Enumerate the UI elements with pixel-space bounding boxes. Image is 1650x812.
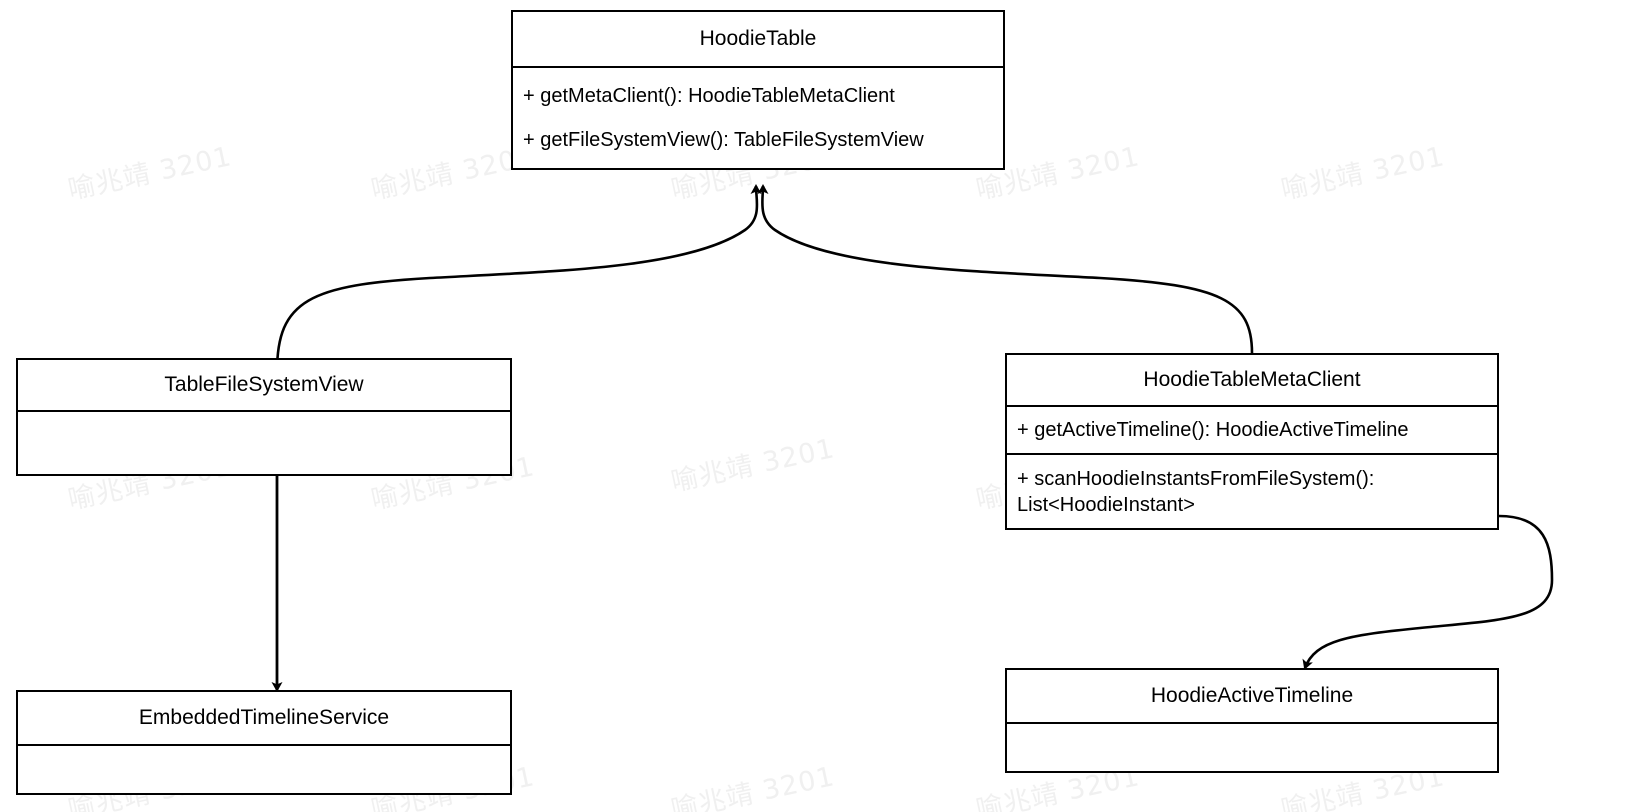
watermark-text: 喻兆靖 3201	[668, 761, 838, 812]
class-members-hoodie-table: + getMetaClient(): HoodieTableMetaClient…	[513, 66, 1003, 168]
watermark-text: 喻兆靖 3201	[668, 433, 838, 499]
watermark-text: 喻兆靖 3201	[1278, 141, 1448, 207]
class-name-hoodie-active-timeline: HoodieActiveTimeline	[1007, 670, 1497, 722]
class-member: + getMetaClient(): HoodieTableMetaClient	[523, 85, 895, 107]
edge-metaclient-to-hoodietable	[757, 184, 1254, 354]
class-box-table-file-system-view[interactable]: TableFileSystemView	[16, 358, 512, 476]
watermark-text: 喻兆靖 3201	[65, 141, 235, 207]
class-members-embedded-timeline-service	[18, 744, 510, 793]
class-box-hoodie-table[interactable]: HoodieTable + getMetaClient(): HoodieTab…	[511, 10, 1005, 170]
class-members-hoodie-active-timeline	[1007, 722, 1497, 771]
class-members-hoodie-table-meta-client-2: + scanHoodieInstantsFromFileSystem(): Li…	[1007, 453, 1497, 528]
class-name-hoodie-table: HoodieTable	[513, 12, 1003, 66]
class-name-table-file-system-view: TableFileSystemView	[18, 360, 510, 410]
edge-metaclient-to-hoodieactivetimeline	[1302, 514, 1554, 670]
edge-tablefilesystemview-to-hoodietable	[275, 184, 762, 373]
class-member: + scanHoodieInstantsFromFileSystem(): Li…	[1017, 467, 1375, 516]
class-member: + getActiveTimeline(): HoodieActiveTimel…	[1017, 419, 1409, 441]
class-member: + getFileSystemView(): TableFileSystemVi…	[523, 129, 924, 151]
class-box-hoodie-active-timeline[interactable]: HoodieActiveTimeline	[1005, 668, 1499, 773]
class-box-embedded-timeline-service[interactable]: EmbeddedTimelineService	[16, 690, 512, 795]
class-box-hoodie-table-meta-client[interactable]: HoodieTableMetaClient + getActiveTimelin…	[1005, 353, 1499, 530]
class-members-hoodie-table-meta-client-1: + getActiveTimeline(): HoodieActiveTimel…	[1007, 405, 1497, 453]
class-name-hoodie-table-meta-client: HoodieTableMetaClient	[1007, 355, 1497, 405]
class-members-table-file-system-view	[18, 410, 510, 474]
class-name-embedded-timeline-service: EmbeddedTimelineService	[18, 692, 510, 744]
